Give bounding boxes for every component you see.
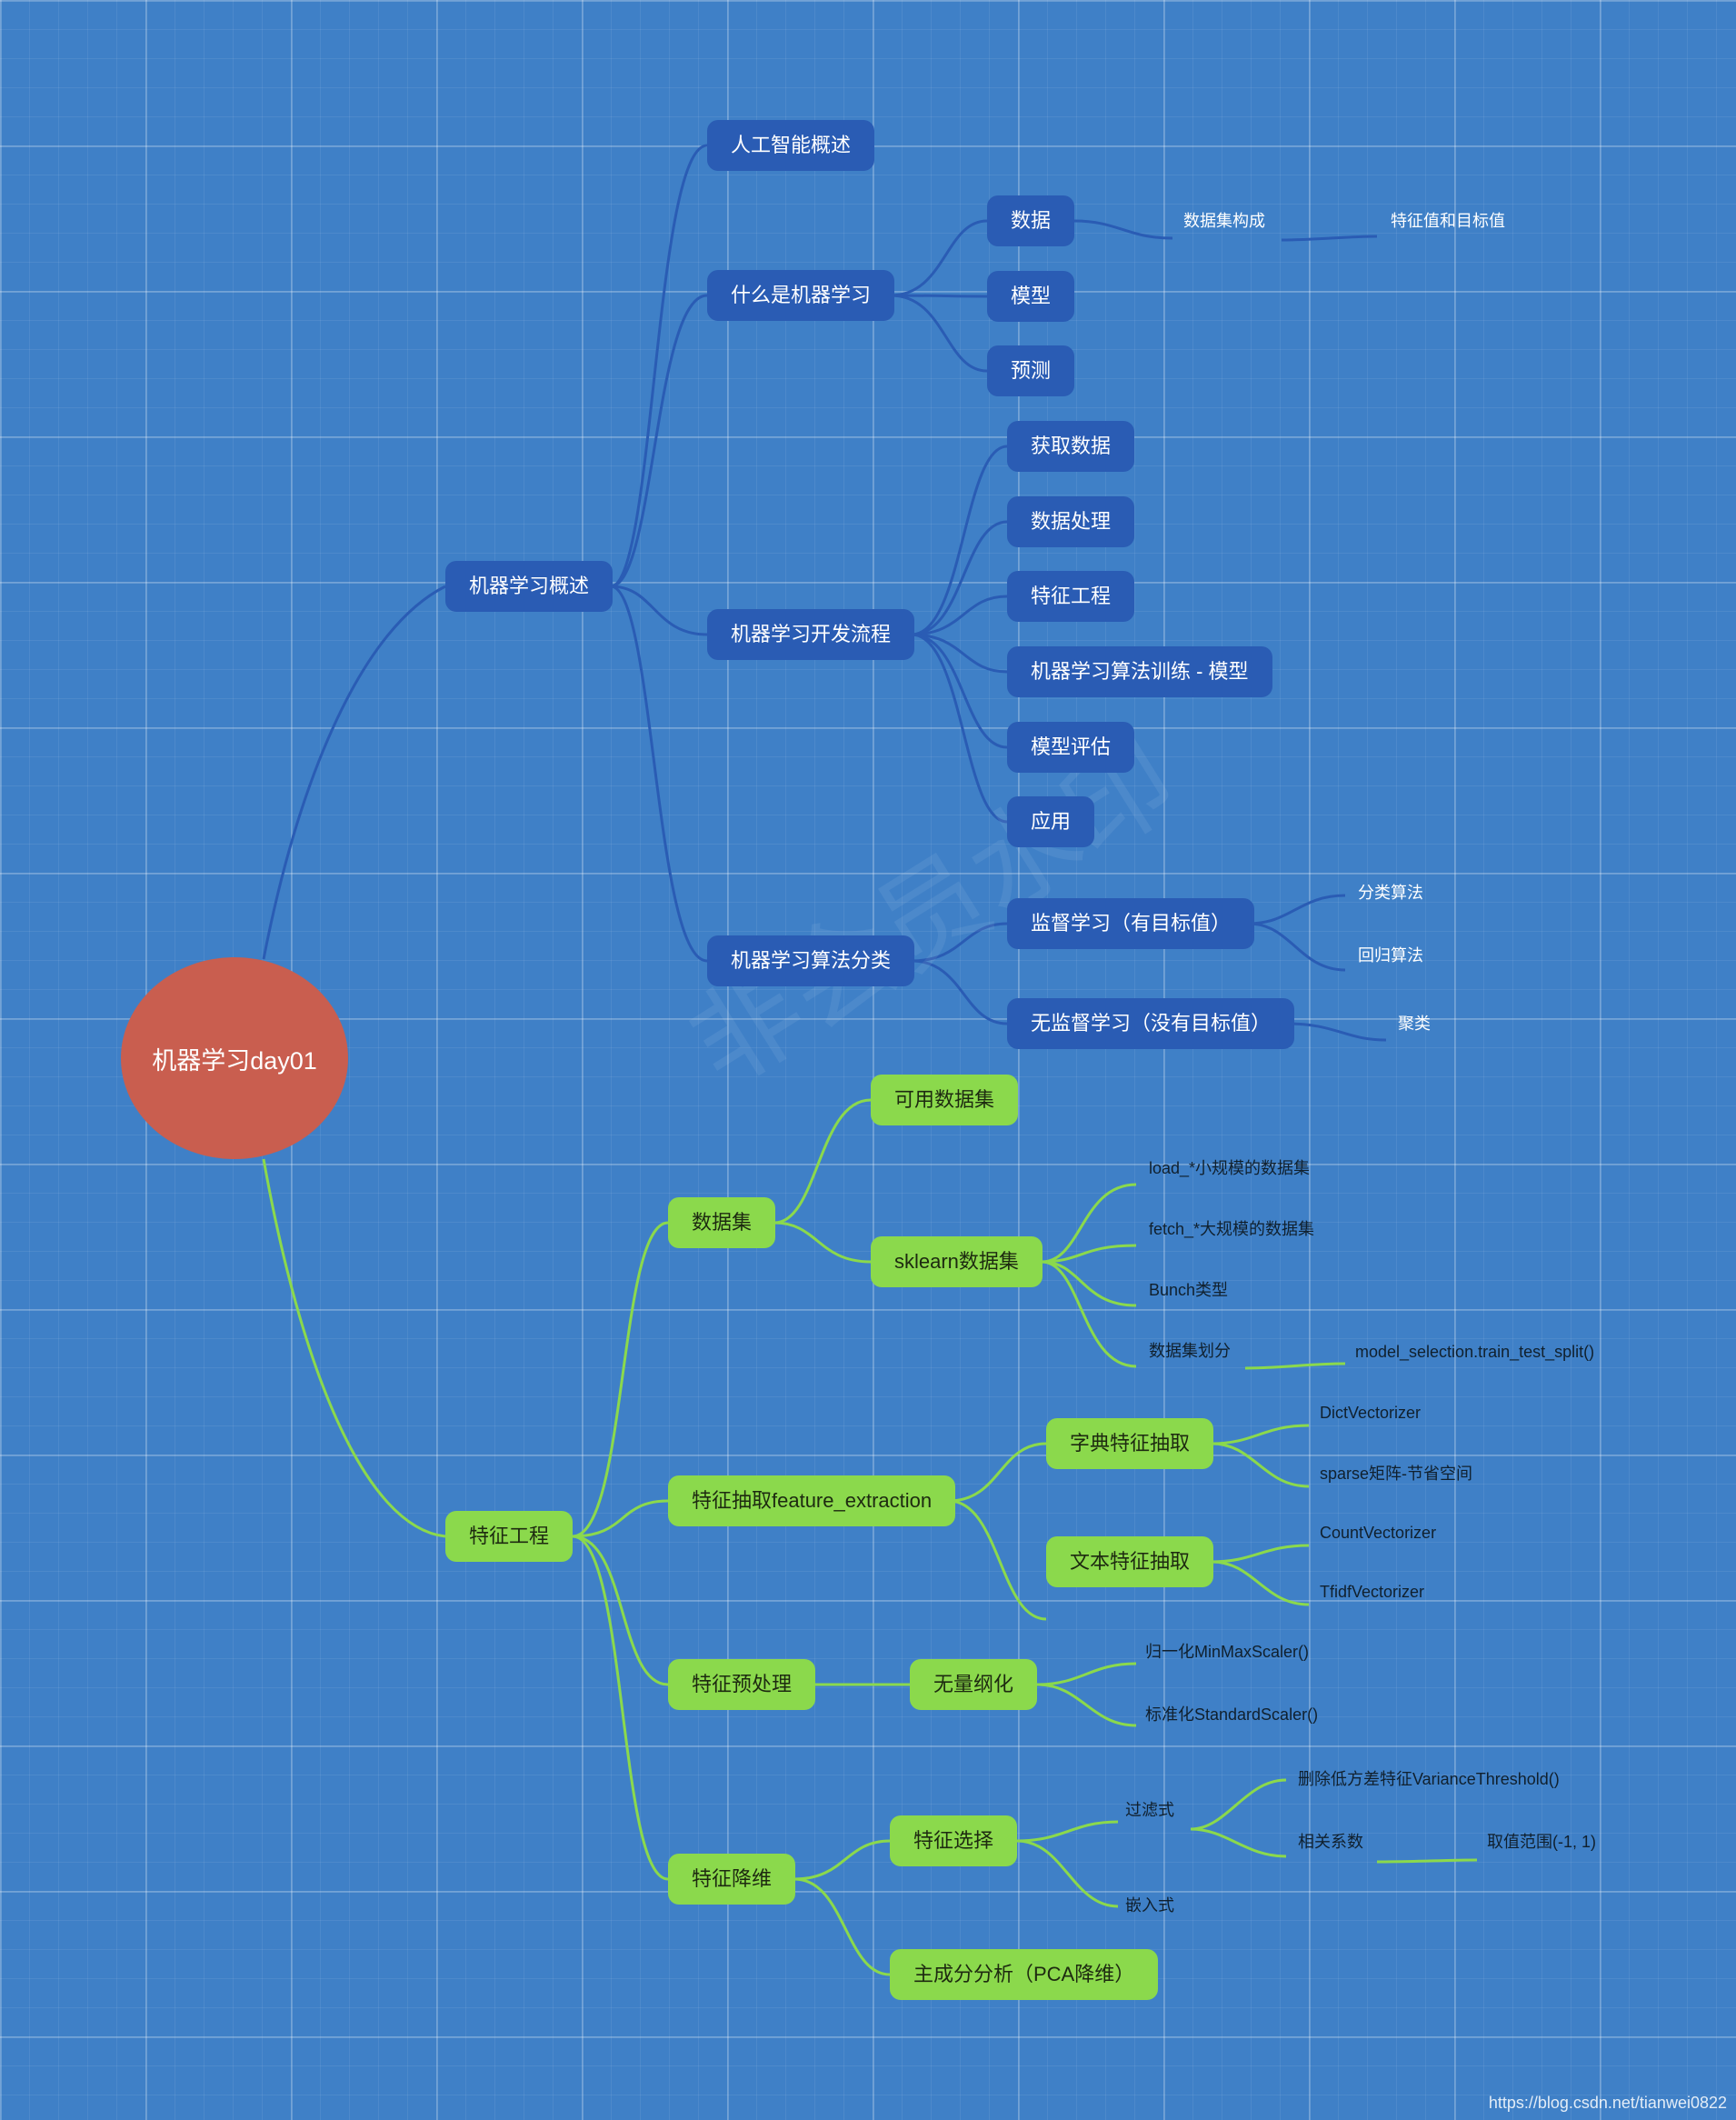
leaf-features-and-target: 特征值和目标值	[1391, 212, 1505, 230]
node-dict-extraction[interactable]: 字典特征抽取	[1046, 1418, 1214, 1469]
node-step-evaluate[interactable]: 模型评估	[1007, 722, 1135, 773]
leaf-dataset-composition: 数据集构成	[1183, 212, 1265, 230]
leaf-classification: 分类算法	[1358, 884, 1423, 902]
leaf-sparse-matrix: sparse矩阵-节省空间	[1320, 1465, 1473, 1483]
node-dev-flow[interactable]: 机器学习开发流程	[707, 609, 915, 660]
green-connectors	[262, 1098, 1478, 1976]
leaf-clustering: 聚类	[1398, 1015, 1431, 1033]
node-step-get-data[interactable]: 获取数据	[1007, 421, 1135, 472]
leaf-standard-scaler: 标准化StandardScaler()	[1145, 1705, 1319, 1724]
leaf-correlation: 相关系数	[1298, 1833, 1363, 1851]
leaf-load-small: load_*小规模的数据集	[1149, 1159, 1311, 1177]
node-model[interactable]: 模型	[987, 271, 1075, 322]
node-step-apply[interactable]: 应用	[1007, 796, 1095, 847]
leaf-bunch-type: Bunch类型	[1149, 1281, 1229, 1299]
node-text-extraction[interactable]: 文本特征抽取	[1046, 1536, 1214, 1587]
node-prediction[interactable]: 预测	[987, 345, 1075, 396]
leaf-minmax-scaler: 归一化MinMaxScaler()	[1145, 1643, 1310, 1661]
node-ml-overview[interactable]: 机器学习概述	[445, 561, 614, 612]
node-step-process-data[interactable]: 数据处理	[1007, 496, 1135, 547]
node-dimensionless[interactable]: 无量纲化	[910, 1659, 1038, 1710]
root-label: 机器学习day01	[152, 1046, 317, 1075]
leaf-dict-vectorizer: DictVectorizer	[1320, 1404, 1422, 1422]
node-dataset[interactable]: 数据集	[668, 1197, 776, 1248]
node-pca[interactable]: 主成分分析（PCA降维）	[890, 1949, 1159, 2000]
leaf-regression: 回归算法	[1358, 946, 1423, 965]
node-supervised[interactable]: 监督学习（有目标值）	[1007, 898, 1255, 949]
node-feature-selection[interactable]: 特征选择	[890, 1815, 1018, 1866]
root-node[interactable]: 机器学习day01	[121, 957, 348, 1159]
node-feature-extraction[interactable]: 特征抽取feature_extraction	[668, 1475, 956, 1526]
leaf-dataset-split: 数据集划分	[1149, 1342, 1231, 1360]
node-unsupervised[interactable]: 无监督学习（没有目标值）	[1007, 998, 1295, 1049]
node-algo-class[interactable]: 机器学习算法分类	[707, 935, 915, 986]
node-dim-reduction[interactable]: 特征降维	[668, 1854, 796, 1905]
node-preprocessing[interactable]: 特征预处理	[668, 1659, 816, 1710]
node-available-datasets[interactable]: 可用数据集	[871, 1075, 1019, 1125]
node-what-is-ml[interactable]: 什么是机器学习	[707, 270, 895, 321]
node-ai-overview[interactable]: 人工智能概述	[707, 120, 875, 171]
leaf-filter: 过滤式	[1125, 1801, 1174, 1819]
source-url: https://blog.csdn.net/tianwei0822	[1488, 2094, 1727, 2112]
leaf-train-test-split: model_selection.train_test_split()	[1355, 1343, 1595, 1361]
node-sklearn-datasets[interactable]: sklearn数据集	[871, 1236, 1043, 1287]
leaf-embedded: 嵌入式	[1125, 1896, 1174, 1915]
node-step-train[interactable]: 机器学习算法训练 - 模型	[1007, 646, 1272, 697]
leaf-count-vectorizer: CountVectorizer	[1320, 1524, 1437, 1542]
leaf-tfidf-vectorizer: TfidfVectorizer	[1320, 1583, 1425, 1601]
leaf-fetch-large: fetch_*大规模的数据集	[1149, 1220, 1315, 1238]
node-data[interactable]: 数据	[987, 195, 1075, 246]
node-step-feature-eng[interactable]: 特征工程	[1007, 571, 1135, 622]
node-feature-engineering[interactable]: 特征工程	[445, 1511, 574, 1562]
leaf-variance-threshold: 删除低方差特征VarianceThreshold()	[1298, 1770, 1560, 1788]
leaf-value-range: 取值范围(-1, 1)	[1487, 1833, 1597, 1851]
blue-connectors	[262, 144, 1387, 1042]
